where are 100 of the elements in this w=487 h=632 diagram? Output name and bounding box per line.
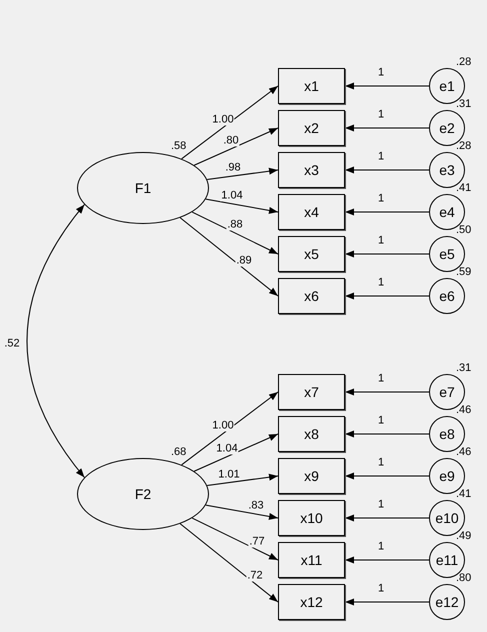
path-arrow xyxy=(344,82,430,90)
variance-label: .28 xyxy=(456,141,472,152)
path-arrow xyxy=(344,208,430,216)
variable-label: x4 xyxy=(304,204,319,220)
path-arrow xyxy=(194,128,278,166)
path-arrow xyxy=(180,217,278,296)
edge-label: 1 xyxy=(376,278,386,288)
edge-label: 1 xyxy=(376,584,386,594)
path-arrow xyxy=(205,504,278,520)
path-arrow xyxy=(344,388,430,396)
error-term-circle xyxy=(429,584,465,620)
variable-label: x12 xyxy=(300,594,323,610)
variance-label: .28 xyxy=(456,57,472,68)
variable-label: e1 xyxy=(439,78,455,94)
edge-label: 1 xyxy=(376,152,386,162)
edge-label: .89 xyxy=(235,255,253,266)
variable-label: e10 xyxy=(435,510,459,526)
edge-label: 1 xyxy=(376,68,386,78)
variable-label: x9 xyxy=(304,468,319,484)
path-arrow xyxy=(181,392,278,466)
variance-label: .49 xyxy=(456,531,472,542)
path-arrow xyxy=(192,212,278,254)
variance-label: .68 xyxy=(171,447,186,458)
edge-label: 1 xyxy=(376,236,386,246)
path-arrow xyxy=(344,556,430,564)
variable-label: x7 xyxy=(304,384,319,400)
variable-label: e12 xyxy=(435,594,459,610)
path-arrow xyxy=(26,204,85,478)
observed-variable-box xyxy=(278,374,345,410)
edge-label: 1.01 xyxy=(217,469,241,480)
path-arrow xyxy=(344,250,430,258)
edge-label: .52 xyxy=(3,338,21,350)
variance-label: .41 xyxy=(456,183,472,194)
edge-label: .77 xyxy=(248,536,266,548)
variable-label: x11 xyxy=(300,552,322,568)
variable-label: x10 xyxy=(300,510,323,526)
path-arrow xyxy=(344,514,430,522)
path-arrow xyxy=(206,474,278,486)
variable-label: x6 xyxy=(304,288,319,304)
edge-label: 1 xyxy=(376,374,386,384)
edge-label: .83 xyxy=(247,500,265,512)
path-arrow xyxy=(344,472,430,480)
variable-label: x2 xyxy=(304,120,319,136)
variance-label: .31 xyxy=(456,363,472,374)
edge-label: 1 xyxy=(376,416,386,426)
variable-label: e7 xyxy=(439,384,455,400)
path-arrow xyxy=(344,430,430,438)
variable-label: e11 xyxy=(436,552,458,568)
edge-label: 1 xyxy=(376,110,386,120)
observed-variable-box xyxy=(278,194,345,230)
edge-label: 1.04 xyxy=(220,190,244,202)
path-arrow xyxy=(180,523,278,602)
edge-label: 1.04 xyxy=(215,443,239,454)
variable-label: e4 xyxy=(439,204,455,220)
variance-label: .46 xyxy=(456,447,472,458)
path-arrow xyxy=(194,434,278,472)
edge-label: 1 xyxy=(376,542,386,552)
variable-label: F2 xyxy=(134,486,152,502)
edge-label: 1 xyxy=(376,458,386,468)
edge-label: 1 xyxy=(376,500,386,510)
observed-variable-box xyxy=(278,542,345,578)
edge-label: .72 xyxy=(246,570,264,582)
path-arrow xyxy=(206,168,278,180)
observed-variable-box xyxy=(278,278,345,314)
observed-variable-box xyxy=(278,584,345,620)
variance-label: .46 xyxy=(456,405,472,416)
observed-variable-box xyxy=(278,152,345,188)
observed-variable-box xyxy=(278,236,345,272)
variable-label: e5 xyxy=(439,246,455,262)
variable-label: F1 xyxy=(134,180,152,196)
path-arrow xyxy=(344,166,430,174)
observed-variable-box xyxy=(278,500,345,536)
edge-label: .98 xyxy=(224,162,242,174)
path-arrow xyxy=(344,598,430,606)
variance-label: .50 xyxy=(456,225,472,236)
path-arrow xyxy=(205,198,278,214)
edge-label: 1.00 xyxy=(211,420,235,432)
edge-label: .88 xyxy=(226,219,244,230)
observed-variable-box xyxy=(278,416,345,452)
variable-label: x5 xyxy=(304,246,319,262)
path-arrow xyxy=(192,518,278,560)
observed-variable-box xyxy=(278,110,345,146)
edge-label: .80 xyxy=(222,135,240,146)
variance-label: .80 xyxy=(456,573,472,584)
variance-label: .41 xyxy=(456,489,472,500)
variable-label: e8 xyxy=(439,426,455,442)
path-arrow xyxy=(181,86,278,160)
path-arrow xyxy=(344,124,430,132)
latent-variable-ellipse xyxy=(77,458,209,530)
observed-variable-box xyxy=(278,68,345,104)
variable-label: x3 xyxy=(304,162,319,178)
edge-label: 1.00 xyxy=(211,114,235,126)
variance-label: .31 xyxy=(456,99,472,110)
variable-label: e3 xyxy=(439,162,455,178)
variance-label: .59 xyxy=(456,267,472,278)
error-term-circle xyxy=(429,278,465,314)
variable-label: e9 xyxy=(439,468,455,484)
variable-label: x1 xyxy=(304,78,319,94)
variable-label: x8 xyxy=(304,426,319,442)
variable-label: e2 xyxy=(439,120,455,136)
